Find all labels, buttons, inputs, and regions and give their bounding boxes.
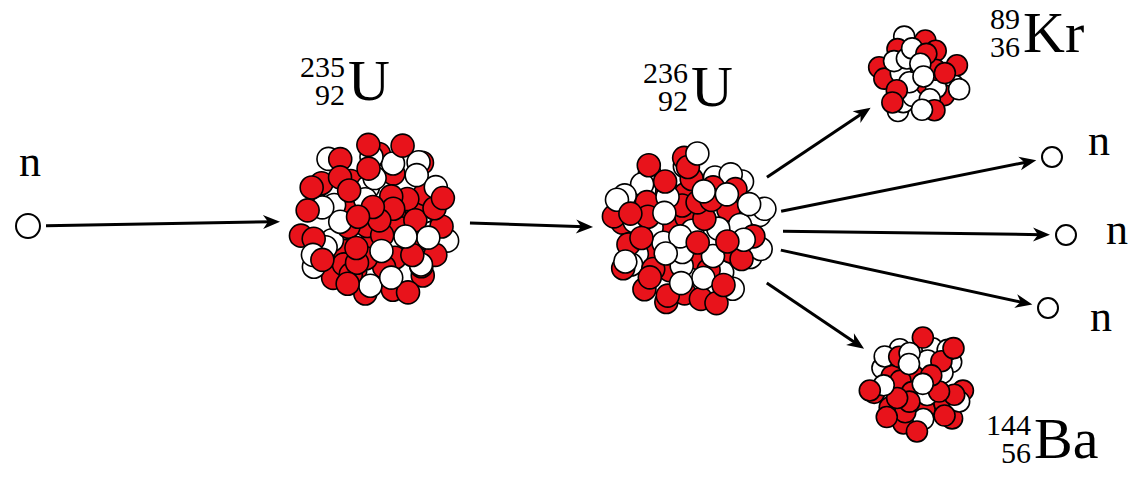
atomic-number: 92 (315, 81, 345, 109)
proton (686, 231, 709, 254)
proton (630, 226, 653, 249)
nuclide-numbers: 23692 (643, 59, 688, 115)
neutron-particle (359, 274, 382, 297)
reaction-arrow (46, 222, 272, 226)
nucleus-circle: 23592U (285, 130, 465, 310)
proton (336, 272, 359, 295)
reaction-arrow (767, 112, 864, 177)
nuclide-numbers: 8936 (990, 5, 1020, 61)
isotope-label: 8936Kr (990, 4, 1084, 62)
mass-number: 235 (300, 53, 345, 81)
proton (311, 248, 334, 271)
element-symbol: U (348, 52, 390, 110)
particle-label: n (1088, 119, 1110, 163)
reaction-arrow (781, 162, 1028, 212)
proton (357, 133, 380, 156)
particle-symbol: n (1088, 119, 1110, 163)
neutron-particle (692, 180, 715, 203)
proton (296, 199, 319, 222)
proton (859, 380, 880, 401)
neutron-particle (654, 242, 677, 265)
mass-number: 236 (643, 59, 688, 87)
nucleus-circle: 23692U (598, 140, 778, 320)
proton (619, 202, 642, 225)
atomic-number: 92 (658, 87, 688, 115)
neutron-circle: n (1037, 297, 1059, 319)
isotope-label: 14456Ba (986, 410, 1098, 468)
neutron-circle: n (1041, 146, 1063, 168)
neutron-particle (738, 193, 761, 216)
particle-label: n (1090, 295, 1112, 339)
reaction-arrow (783, 231, 1042, 234)
nuclide-numbers: 23592 (300, 53, 345, 109)
neutron-particle (911, 99, 932, 120)
neutron-circle: n (15, 213, 41, 239)
proton (943, 338, 964, 359)
proton (338, 179, 361, 202)
neutron-particle (715, 183, 738, 206)
atomic-number: 56 (1001, 439, 1031, 467)
particle-symbol: n (1090, 295, 1112, 339)
neutron-particle (686, 142, 709, 165)
nucleus-circle: 8936Kr (866, 24, 970, 128)
particle-symbol: n (19, 140, 41, 184)
mass-number: 144 (986, 411, 1031, 439)
proton (934, 405, 955, 426)
neutron-circle: n (1055, 224, 1077, 246)
neutron-particle (912, 373, 933, 394)
isotope-label: 23692U (643, 58, 733, 116)
neutron-particle (394, 225, 417, 248)
proton (431, 187, 454, 210)
neutron-particle (653, 201, 676, 224)
neutron-particle (670, 272, 693, 295)
nuclide-numbers: 14456 (986, 411, 1031, 467)
element-symbol: Ba (1034, 410, 1098, 468)
proton (716, 230, 739, 253)
reaction-arrow (781, 250, 1025, 303)
proton (347, 205, 370, 228)
isotope-label: 23592U (300, 52, 390, 110)
proton (906, 421, 927, 442)
particle-label: n (19, 140, 41, 184)
proton (357, 157, 380, 180)
element-symbol: Kr (1023, 4, 1084, 62)
proton (300, 176, 323, 199)
neutron-particle (913, 66, 934, 87)
proton (391, 134, 414, 157)
proton (345, 236, 368, 259)
neutron-particle (380, 266, 403, 289)
reaction-arrow (767, 283, 858, 344)
proton (882, 92, 903, 113)
particle-symbol: n (1106, 208, 1128, 252)
proton (876, 407, 897, 428)
proton (654, 170, 677, 193)
neutron-particle (614, 250, 637, 273)
mass-number: 89 (990, 5, 1020, 33)
neutron-particle (899, 353, 920, 374)
element-symbol: U (691, 58, 733, 116)
atomic-number: 36 (990, 33, 1020, 61)
nucleus-circle: 14456Ba (858, 325, 978, 445)
proton (712, 273, 735, 296)
reaction-arrow (470, 223, 585, 227)
proton (934, 63, 955, 84)
particle-label: n (1106, 208, 1128, 252)
proton (638, 266, 661, 289)
neutron-particle (370, 239, 393, 262)
neutron-particle (417, 226, 440, 249)
